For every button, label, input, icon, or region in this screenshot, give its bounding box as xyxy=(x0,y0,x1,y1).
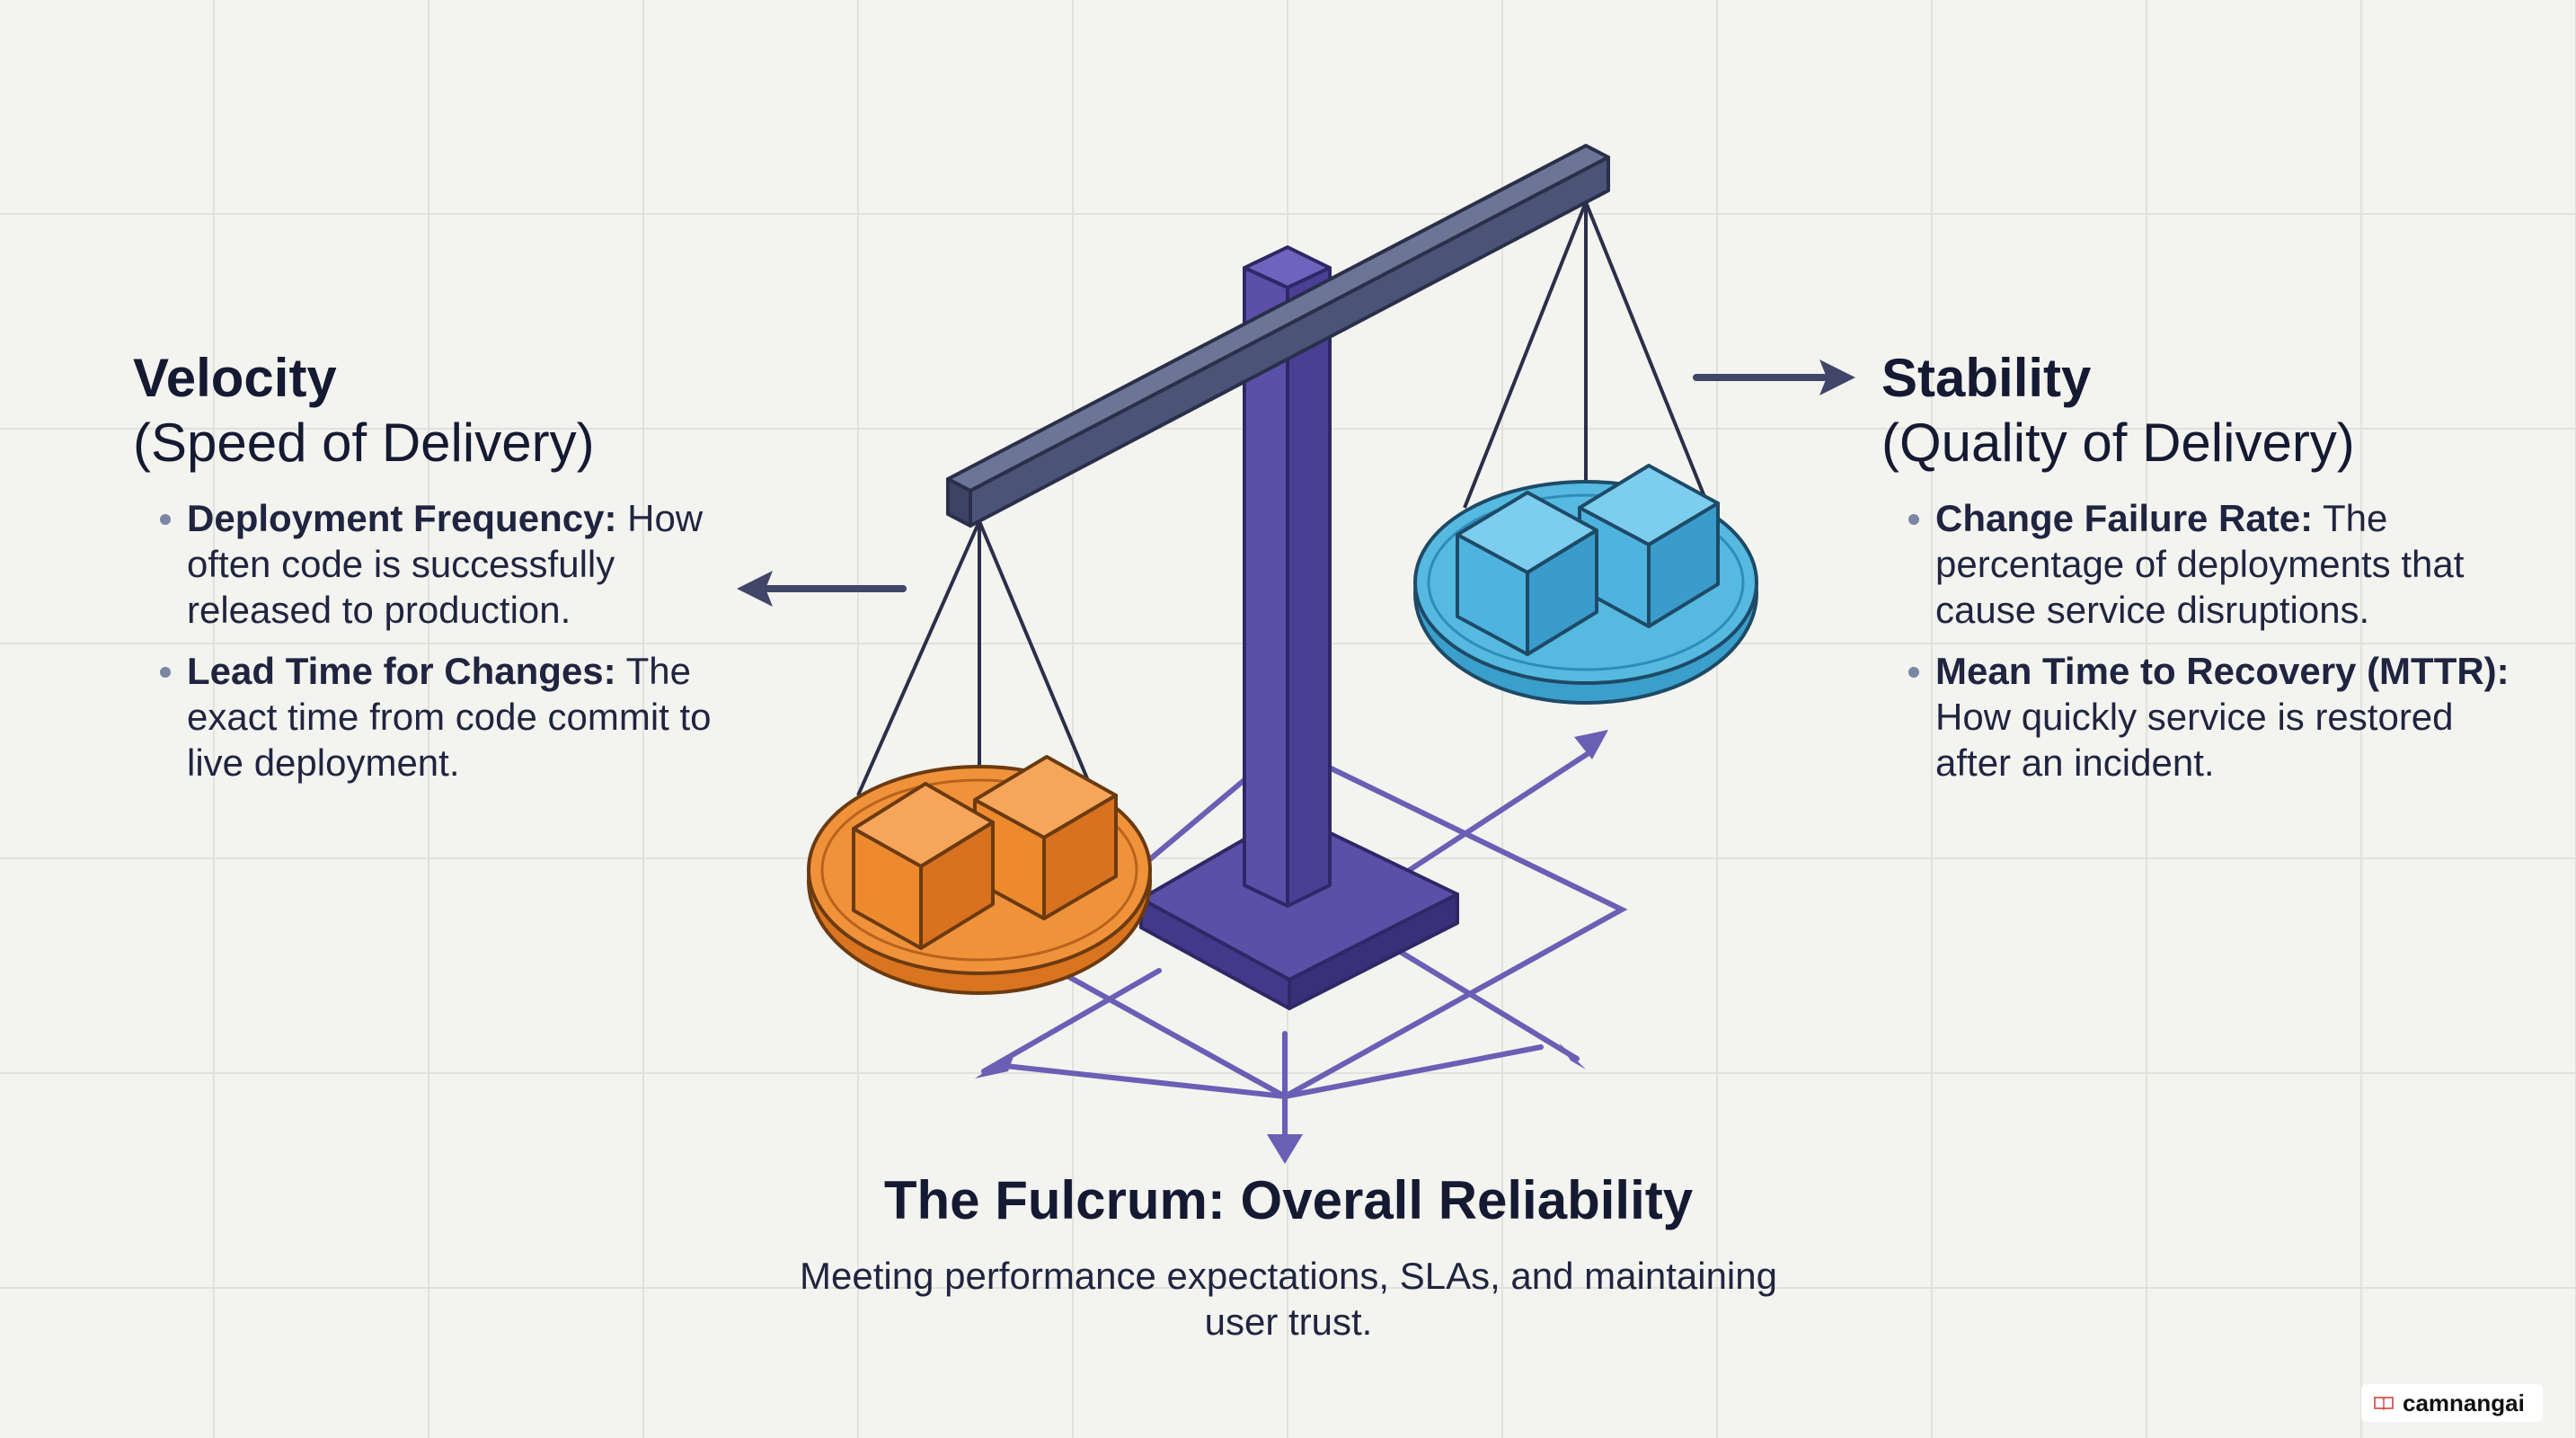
stability-arrowhead xyxy=(1819,360,1855,395)
metric-description: The exact time from code commit to live … xyxy=(187,650,712,784)
velocity-metrics-list: Deployment Frequency: How often code is … xyxy=(133,495,762,786)
scale-beam xyxy=(946,144,1610,528)
metric-term: Deployment Frequency: xyxy=(187,497,617,539)
arrowhead-down xyxy=(1267,1134,1303,1164)
stability-cube-front xyxy=(1456,491,1598,656)
velocity-subtitle: (Speed of Delivery) xyxy=(133,413,595,473)
list-item: Deployment Frequency: How often code is … xyxy=(160,495,762,633)
book-icon xyxy=(2374,1397,2394,1410)
stability-arrow xyxy=(1693,360,1855,395)
watermark-label: camnangai xyxy=(2403,1389,2525,1416)
stability-panel: Stability (Quality of Delivery) Change F… xyxy=(1881,346,2510,801)
stability-subtitle: (Quality of Delivery) xyxy=(1881,413,2355,473)
stability-title: Stability xyxy=(1881,348,2092,408)
metric-term: Change Failure Rate: xyxy=(1935,497,2314,539)
metric-term: Lead Time for Changes: xyxy=(187,650,616,692)
fulcrum-title: The Fulcrum: Overall Reliability xyxy=(883,1170,1694,1230)
metric-description: How quickly service is restored after an… xyxy=(1935,696,2454,784)
list-item: Change Failure Rate: The percentage of d… xyxy=(1908,495,2510,633)
watermark-badge: camnangai xyxy=(2361,1384,2543,1422)
metric-term: Mean Time to Recovery (MTTR): xyxy=(1935,650,2510,692)
velocity-panel: Velocity (Speed of Delivery) Deployment … xyxy=(133,346,762,801)
stability-metrics-list: Change Failure Rate: The percentage of d… xyxy=(1881,495,2510,786)
velocity-title: Velocity xyxy=(133,348,337,408)
list-item: Lead Time for Changes: The exact time fr… xyxy=(160,648,762,786)
fulcrum-caption: The Fulcrum: Overall Reliability Meeting… xyxy=(794,1168,1783,1345)
velocity-arrowhead xyxy=(737,571,773,607)
velocity-arrow xyxy=(737,571,907,607)
metric-description: How often code is successfully released … xyxy=(187,497,704,631)
arrowhead-up-right xyxy=(1574,730,1608,759)
list-item: Mean Time to Recovery (MTTR): How quickl… xyxy=(1908,648,2510,786)
fulcrum-description: Meeting performance expectations, SLAs, … xyxy=(800,1255,1777,1343)
scale-pillar xyxy=(1243,245,1332,908)
metric-description: The percentage of deployments that cause… xyxy=(1935,497,2465,631)
velocity-cube-front xyxy=(852,782,995,950)
